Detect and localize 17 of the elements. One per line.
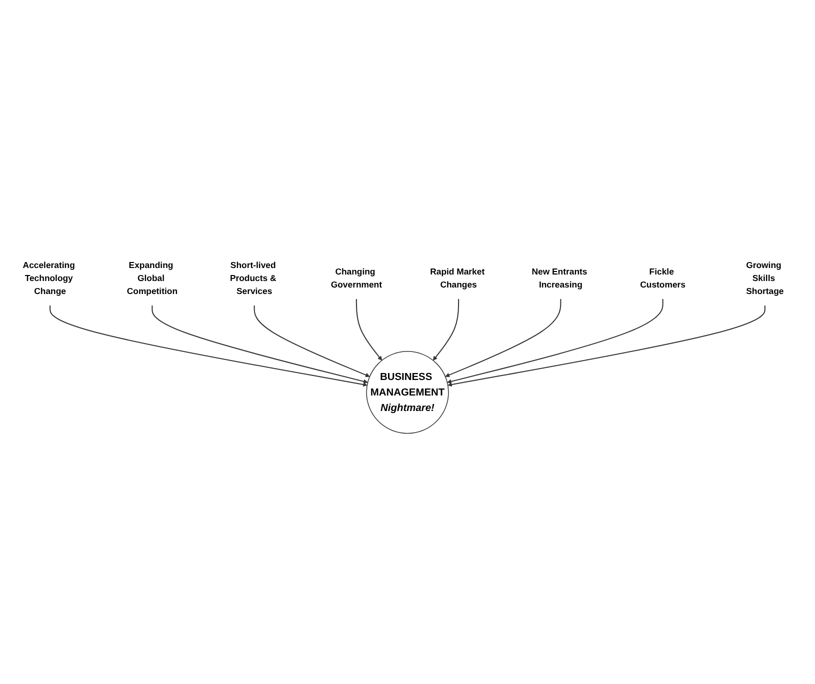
arrow xyxy=(254,305,370,377)
arrow xyxy=(447,298,664,384)
node-text: Short-lived Products & Services xyxy=(230,260,276,296)
node-text: Growing Skills Shortage xyxy=(746,260,784,296)
node-text: Fickle Customers xyxy=(640,266,686,290)
node-text: Expanding Global Competition xyxy=(126,260,178,296)
node-text: Accelerating Technology Change xyxy=(22,260,75,296)
node-circle: BUSINESS MANAGEMENT Nightmare! xyxy=(366,350,449,434)
node-text: Rapid Market Changes xyxy=(430,266,485,290)
node-text: Changing Government xyxy=(330,266,382,290)
arrow xyxy=(152,305,368,384)
arrow xyxy=(432,298,460,360)
arrow xyxy=(445,298,562,377)
arrow xyxy=(356,298,382,360)
arrow xyxy=(50,305,368,386)
node-text: New Entrants Increasing xyxy=(532,266,588,290)
arrow xyxy=(448,305,766,386)
